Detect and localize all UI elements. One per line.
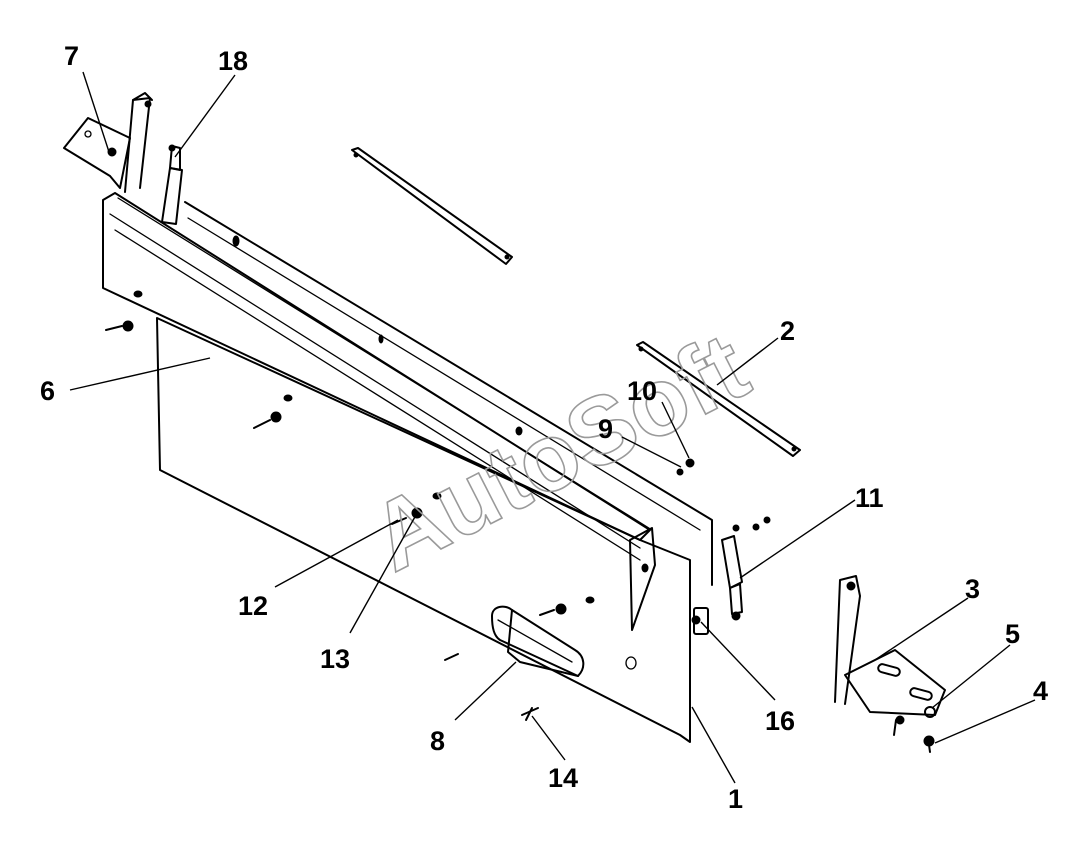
callout-11: 11 [855,483,884,513]
support-bar-upper [351,147,513,265]
callout-2: 2 [780,316,795,346]
leader-lines [69,71,1036,784]
callout-5: 5 [1005,619,1020,649]
callout-9: 9 [598,414,613,444]
callout-6: 6 [40,376,55,406]
callout-7: 7 [64,41,79,71]
callout-13: 13 [320,644,350,674]
callout-18: 18 [218,46,248,76]
callout-12: 12 [238,591,268,621]
handle [491,605,585,677]
callout-16: 14 [548,763,578,793]
left-hinge-bracket [63,92,153,193]
callout-8: 8 [430,726,445,756]
callouts: 7 18 6 2 10 9 11 3 5 4 12 13 8 14 16 1 [40,41,1048,814]
main-panel [102,192,713,743]
right-gas-strut [721,524,743,621]
callout-1: 1 [728,784,743,814]
callout-14: 16 [765,706,795,736]
callout-3: 3 [965,574,980,604]
watermark: AutoSoft [355,313,765,592]
right-hinge-bracket [834,575,946,753]
callout-4: 4 [1033,676,1048,706]
left-gas-strut [161,144,183,225]
fasteners [105,320,771,721]
support-bar-2 [636,341,801,457]
callout-10: 10 [627,376,657,406]
